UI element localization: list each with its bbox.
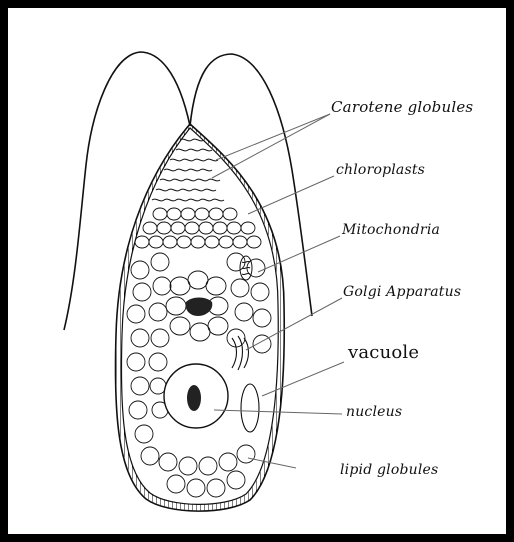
label-carotene-globules: Carotene globules: [331, 98, 473, 116]
label-vacuole: vacuole: [348, 342, 419, 363]
label-mitochondria: Mitochondria: [342, 222, 440, 238]
label-lipid-globules: lipid globules: [340, 462, 438, 478]
nucleus-nucleolus: [187, 385, 201, 411]
label-golgi-apparatus: Golgi Apparatus: [343, 284, 461, 300]
label-chloroplasts: chloroplasts: [336, 162, 425, 178]
label-nucleus: nucleus: [346, 404, 402, 420]
